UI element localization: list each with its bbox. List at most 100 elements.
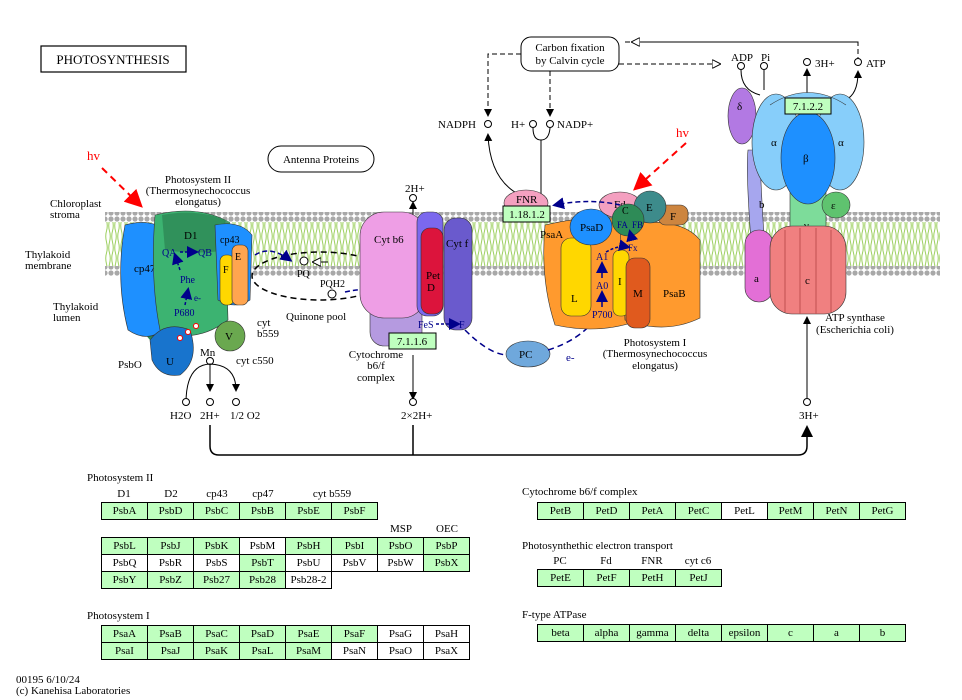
gene-psb28[interactable]: Psb28	[239, 571, 286, 589]
epsilon-unit: ε	[831, 200, 836, 212]
gene-psai[interactable]: PsaI	[101, 642, 148, 660]
gene-psbq[interactable]: PsbQ	[101, 554, 148, 572]
p700-label: P700	[592, 310, 613, 321]
psaa-unit: PsaA	[540, 229, 563, 241]
atp-synthase[interactable]: ADP Pi 3H+ ATP b δ a α α γ ε β 7.1.2.2 c…	[727, 52, 894, 422]
gene-c[interactable]: c	[767, 624, 814, 642]
gene-delta[interactable]: delta	[675, 624, 722, 642]
beta-unit: β	[803, 153, 809, 165]
pc-electron-label: e-	[566, 352, 575, 364]
gene-psad[interactable]: PsaD	[239, 625, 286, 643]
gene-psbc[interactable]: PsbC	[193, 502, 240, 520]
gene-psax[interactable]: PsaX	[423, 642, 470, 660]
photosystem-i[interactable]: PsaA PsaB L I M PsaD Fd F E C FA FB Fx A…	[540, 190, 707, 372]
psii-sub-d2: D2	[164, 488, 178, 500]
gene-psae[interactable]: PsaE	[285, 625, 332, 643]
psii-sub-oec: OEC	[436, 523, 458, 535]
gene-psao[interactable]: PsaO	[377, 642, 424, 660]
gene-psba[interactable]: PsbA	[101, 502, 148, 520]
gene-psbk[interactable]: PsbK	[193, 537, 240, 555]
gene-petg[interactable]: PetG	[859, 502, 906, 520]
gene-psbo[interactable]: PsbO	[377, 537, 424, 555]
gene-psbt[interactable]: PsbT	[239, 554, 286, 572]
plastocyanin-pc[interactable]	[505, 340, 551, 368]
l-unit: L	[571, 293, 578, 305]
delta-unit: δ	[737, 101, 742, 113]
antenna-proteins-link[interactable]: Antenna Proteins	[283, 154, 359, 166]
gene-gamma[interactable]: gamma	[629, 624, 676, 642]
gene-alpha[interactable]: alpha	[583, 624, 630, 642]
gene-psbz[interactable]: PsbZ	[147, 571, 194, 589]
cyt-f-unit: Cyt f	[446, 238, 469, 250]
gene-psac[interactable]: PsaC	[193, 625, 240, 643]
gene-petn[interactable]: PetN	[813, 502, 860, 520]
gene-psah[interactable]: PsaH	[423, 625, 470, 643]
gene-psbp[interactable]: PsbP	[423, 537, 470, 555]
light-hv-left: hv	[87, 148, 101, 163]
gene-petd[interactable]: PetD	[583, 502, 630, 520]
ec-7-1-2-2-badge[interactable]: 7.1.2.2	[793, 101, 823, 113]
gene-petl[interactable]: PetL	[721, 502, 768, 520]
gene-psb28-2[interactable]: Psb28-2	[285, 571, 332, 589]
psii-sub-cp43: cp43	[206, 488, 228, 500]
gene-psan[interactable]: PsaN	[331, 642, 378, 660]
gene-psbr[interactable]: PsbR	[147, 554, 194, 572]
gene-psbs[interactable]: PsbS	[193, 554, 240, 572]
h2o-label: H2O	[170, 410, 191, 422]
gene-psbv[interactable]: PsbV	[331, 554, 378, 572]
copyright: (c) Kanehisa Laboratories	[16, 685, 131, 697]
gene-psbe[interactable]: PsbE	[285, 502, 332, 520]
gene-psby[interactable]: PsbY	[101, 571, 148, 589]
light-hv-right: hv	[676, 125, 690, 140]
gene-psbb[interactable]: PsbB	[239, 502, 286, 520]
gene-petc[interactable]: PetC	[675, 502, 722, 520]
gene-psbu[interactable]: PsbU	[285, 554, 332, 572]
gene-epsilon[interactable]: epsilon	[721, 624, 768, 642]
gene-psaj[interactable]: PsaJ	[147, 642, 194, 660]
gene-psbd[interactable]: PsbD	[147, 502, 194, 520]
gene-psbw[interactable]: PsbW	[377, 554, 424, 572]
alpha-right-unit: α	[838, 137, 844, 149]
pi-label: Pi	[761, 52, 770, 64]
gene-psbi[interactable]: PsbI	[331, 537, 378, 555]
gene-a[interactable]: a	[813, 624, 860, 642]
p680-label: P680	[174, 308, 195, 319]
cytb6f-proton-bottom: 2×2H+	[401, 410, 432, 422]
gene-beta[interactable]: beta	[537, 624, 584, 642]
gene-psam[interactable]: PsaM	[285, 642, 332, 660]
ec-7-1-1-6-badge[interactable]: 7.1.1.6	[397, 336, 428, 348]
gene-psbf[interactable]: PsbF	[331, 502, 378, 520]
gene-b[interactable]: b	[859, 624, 906, 642]
gene-psbh[interactable]: PsbH	[285, 537, 332, 555]
gene-psbx[interactable]: PsbX	[423, 554, 470, 572]
svg-text:F: F	[459, 320, 465, 331]
gene-pete[interactable]: PetE	[537, 569, 584, 587]
psab-unit: PsaB	[663, 288, 686, 300]
ec-1-18-1-2-badge[interactable]: 1.18.1.2	[509, 209, 545, 221]
gene-psab[interactable]: PsaB	[147, 625, 194, 643]
gene-petm[interactable]: PetM	[767, 502, 814, 520]
gene-psaa[interactable]: PsaA	[101, 625, 148, 643]
gene-psal[interactable]: PsaL	[239, 642, 286, 660]
gene-petb[interactable]: PetB	[537, 502, 584, 520]
light-arrow-right-icon	[633, 142, 687, 191]
gene-petj[interactable]: PetJ	[675, 569, 722, 587]
psii-electron-label: e-	[194, 293, 201, 303]
atp-label: ATP	[866, 58, 886, 70]
gene-psak[interactable]: PsaK	[193, 642, 240, 660]
gene-petf[interactable]: PetF	[583, 569, 630, 587]
light-arrow-left-icon	[101, 167, 143, 208]
gene-psaf[interactable]: PsaF	[331, 625, 378, 643]
gene-peta[interactable]: PetA	[629, 502, 676, 520]
gene-psbl[interactable]: PsbL	[101, 537, 148, 555]
gene-psag[interactable]: PsaG	[377, 625, 424, 643]
gene-psbm[interactable]: PsbM	[239, 537, 286, 555]
gene-psbj[interactable]: PsbJ	[147, 537, 194, 555]
gene-peth[interactable]: PetH	[629, 569, 676, 587]
gene-psb27[interactable]: Psb27	[193, 571, 240, 589]
